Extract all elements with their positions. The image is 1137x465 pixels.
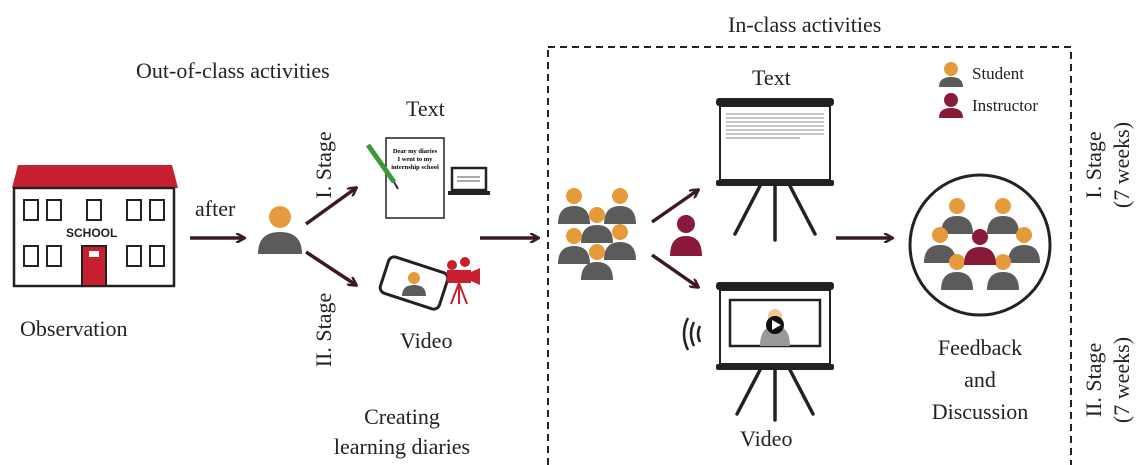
student-person-icon [258,206,302,254]
in-class-title: In-class activities [728,12,882,37]
stage1-vertical-label: I. Stage [311,131,336,199]
feedback-label: Feedback and Discussion [910,332,1050,428]
feedback-line-3: Discussion [931,399,1029,424]
text-label-out: Text [406,96,445,121]
student-person-icon [604,188,636,224]
student-person-icon [941,254,973,290]
student-person-icon [558,188,590,224]
phone-video-icon [378,255,450,311]
student-person-icon [1008,227,1040,263]
video-label-out: Video [400,328,453,353]
feedback-line-1: Feedback [937,335,1023,360]
observation-label: Observation [20,316,128,341]
student-person-icon [987,254,1019,290]
laptop-icon [448,166,490,195]
flow-arrows [190,188,892,287]
creating-diaries-label: Creating learning diaries [312,402,492,462]
student-person-icon [581,244,613,280]
legend-student-icon [939,62,963,87]
right-stage1-label: I. Stage (7 weeks) [1080,122,1136,208]
school-sign: SCHOOL [66,226,118,240]
student-person-icon [604,224,636,260]
in-class-box [547,46,1072,465]
student-person-icon [581,207,613,243]
after-label: after [195,196,236,221]
instructor-person-icon [670,215,702,256]
student-group-icon [558,188,636,280]
student-person-icon [924,227,956,263]
text-label-in: Text [752,65,791,90]
video-label-in: Video [740,426,793,451]
right-stage2-line-2: (7 weeks) [1109,336,1134,424]
creating-line-1: Creating [364,404,440,429]
stage2-vertical-label: II. Stage [311,292,336,368]
student-person-icon [987,198,1019,234]
creating-line-2: learning diaries [333,434,471,459]
instructor-person-icon [964,229,996,265]
svg-text:Dear my diaries: Dear my diaries [393,148,438,155]
student-person-icon [558,228,590,264]
svg-text:I went to my: I went to my [398,156,434,163]
right-stage1-line-1: I. Stage [1081,131,1106,199]
legend-student-label: Student [972,64,1024,83]
right-stage2-label: II. Stage (7 weeks) [1080,337,1136,423]
movie-camera-icon [447,257,480,305]
legend-instructor-icon [939,93,963,118]
discussion-circle-icon [908,173,1052,317]
svg-text:internship school: internship school [391,164,439,171]
video-presentation-board-icon [682,282,834,422]
right-stage1-line-2: (7 weeks) [1109,121,1134,209]
feedback-line-2: and [964,367,996,392]
student-person-icon [941,198,973,234]
diary-document-icon: Dear my diaries I went to my internship … [365,137,445,219]
out-of-class-title: Out-of-class activities [136,58,330,83]
text-presentation-board-icon [716,98,834,242]
school-building-icon [12,165,178,288]
right-stage2-line-1: II. Stage [1081,342,1106,418]
legend-instructor-label: Instructor [972,96,1039,115]
